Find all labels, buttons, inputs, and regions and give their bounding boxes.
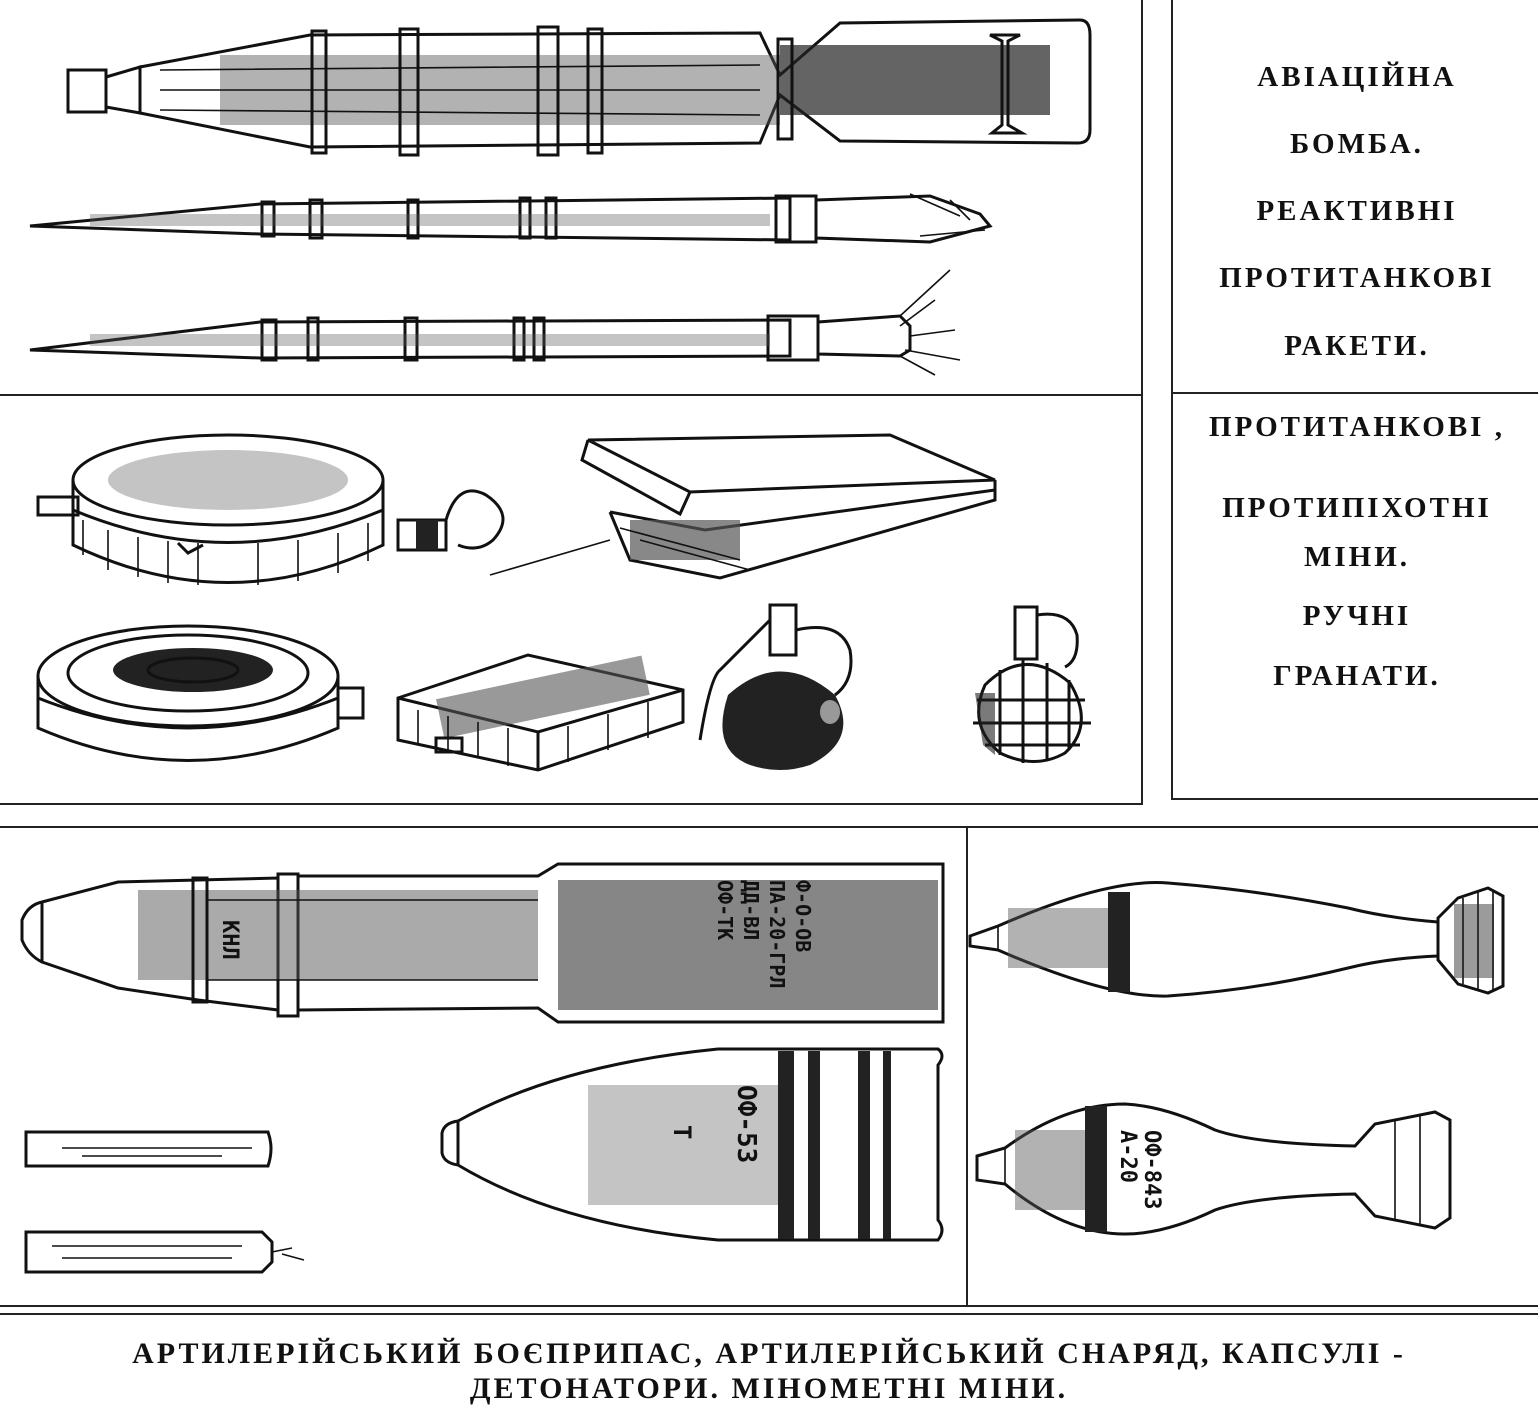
antitank-rocket-drawing: [29, 193, 993, 244]
frame-right-panel: [1171, 0, 1538, 800]
hand-grenade-drawing: [973, 605, 1091, 763]
aviation-bomb-drawing: [66, 18, 1092, 157]
shell-mark: Т: [668, 1125, 696, 1139]
shell-mark: ОФ-53: [731, 1085, 761, 1163]
caption-artillery: АРТИЛЕРІЙСЬКИЙ БОЄПРИПАС, АРТИЛЕРІЙСЬКИЙ…: [0, 1337, 1538, 1406]
caption-line: РУЧНІ: [1302, 600, 1412, 633]
shell-mark: ДД-ВЛ: [739, 880, 763, 940]
mine-drawing: [489, 433, 997, 580]
caption-line: РАКЕТИ.: [1284, 329, 1430, 362]
shell-mark: А-20: [1115, 1130, 1140, 1183]
shell-mark: ПА-20-ГРЛ: [765, 880, 789, 988]
artillery-shell-drawing: КНЛ ОФ-ТК ДД-ВЛ ПА-20-ГРЛ Ф-О-ОВ: [20, 862, 945, 1024]
mine-drawing: [396, 653, 685, 772]
caption-line: ПРОТИПІХОТНІ: [1222, 492, 1492, 525]
caption-artillery-line2: ДЕТОНАТОРИ. МІНОМЕТНІ МІНИ.: [469, 1371, 1069, 1405]
caption-line: ПРОТИТАНКОВІ: [1219, 262, 1495, 295]
hand-grenade-drawing: [698, 603, 853, 770]
mortar-mine-drawing: А-20 ОФ-843: [975, 1102, 1452, 1236]
frame-mid-left-bottom-border: [0, 803, 1143, 805]
shell-mark: Ф-О-ОВ: [791, 880, 815, 952]
caption-line: РЕАКТИВНІ: [1256, 195, 1458, 228]
caption-line: ПРОТИТАНКОВІ ,: [1209, 411, 1505, 443]
caption-line: МІНИ.: [1303, 541, 1411, 574]
frame-bottom-bottom-border: [0, 1305, 1538, 1307]
detonator-cap-drawing: [24, 1130, 273, 1168]
detonator-cap-drawing: [24, 1230, 305, 1274]
frame-right-divider: [1173, 392, 1538, 394]
shell-mark: КНЛ: [217, 920, 242, 960]
frame-top-left-right-border: [1141, 0, 1143, 396]
caption-bomb-rockets: АВІАЦІЙНА БОМБА. РЕАКТИВНІ ПРОТИТАНКОВІ …: [1178, 58, 1536, 366]
mine-drawing: [36, 624, 365, 762]
caption-mines-grenades: ПРОТИТАНКОВІ , ПРОТИПІХОТНІ МІНИ. РУЧНІ …: [1178, 408, 1536, 696]
caption-line: БОМБА.: [1290, 128, 1424, 161]
frame-top-left-bottom-border: [0, 394, 1143, 396]
mine-drawing: [36, 433, 505, 585]
shell-mark: ОФ-843: [1139, 1130, 1164, 1209]
caption-artillery-line1: АРТИЛЕРІЙСЬКИЙ БОЄПРИПАС, АРТИЛЕРІЙСЬКИЙ…: [132, 1337, 1406, 1370]
frame-bottom-top-border: [0, 826, 1538, 828]
frame-bottom-rule: [0, 1313, 1538, 1315]
caption-line: АВІАЦІЙНА: [1257, 61, 1457, 93]
frame-bottom-divider: [966, 826, 968, 1306]
frame-mid-left-right-border: [1141, 394, 1143, 804]
artillery-shell-drawing: ОФ-53 Т: [440, 1047, 944, 1242]
mortar-mine-drawing: [968, 881, 1505, 998]
caption-line: ГРАНАТИ.: [1273, 659, 1441, 692]
shell-mark: ОФ-ТК: [713, 880, 737, 940]
antitank-rocket-drawing: [29, 269, 961, 376]
